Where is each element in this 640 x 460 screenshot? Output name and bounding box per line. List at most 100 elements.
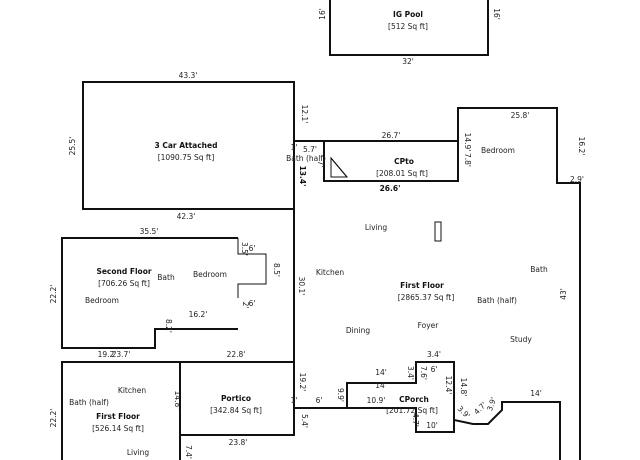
- lower-first-floor-outline: [61, 361, 181, 460]
- room-label: Bath (half): [477, 296, 517, 305]
- room-label: Living: [365, 223, 388, 232]
- ig-pool-area: IG Pool [512 Sq ft] 16' 16' 32': [318, 0, 501, 66]
- main-house-outline: [293, 141, 561, 460]
- room-label: Bath (half): [69, 398, 109, 407]
- cpto-size: [208.01 Sq ft]: [376, 169, 428, 178]
- garage-size: [1090.75 Sq ft]: [158, 153, 215, 162]
- cpto-label: CPto: [394, 157, 414, 166]
- svg-text:16.2': 16.2': [577, 137, 586, 156]
- portico-label: Portico: [221, 394, 251, 403]
- svg-text:8.2': 8.2': [164, 319, 173, 333]
- svg-text:30.1': 30.1': [297, 277, 306, 296]
- svg-text:5.4': 5.4': [300, 414, 309, 428]
- garage-area: 3 Car Attached [1090.75 Sq ft] 43.3' 12.…: [68, 71, 309, 221]
- garage-label: 3 Car Attached: [155, 141, 218, 150]
- second-floor-outline: [61, 237, 238, 349]
- svg-text:3.9': 3.9': [456, 404, 472, 420]
- cpto-top-dim: 26.7': [382, 131, 401, 140]
- pool-outline: [329, 0, 489, 56]
- first-floor-size: [2865.37 Sq ft]: [398, 293, 455, 302]
- cpto-bottom-dim: 26.6': [380, 184, 401, 193]
- svg-text:5.7': 5.7': [303, 145, 317, 154]
- cporch-label: CPorch: [399, 395, 429, 404]
- svg-text:14': 14': [375, 368, 387, 377]
- garage-top-dim: 43.3': [179, 71, 198, 80]
- svg-text:9.9': 9.9': [336, 388, 345, 402]
- svg-text:6': 6': [431, 365, 438, 374]
- svg-text:2': 2': [241, 302, 250, 309]
- svg-text:1': 1': [291, 143, 298, 152]
- svg-text:14': 14': [375, 381, 387, 390]
- garage-bottom-dim: 42.3': [177, 212, 196, 221]
- room-label: Bedroom: [85, 296, 119, 305]
- room-label: Kitchen: [316, 268, 344, 277]
- svg-text:14.8': 14.8': [459, 378, 468, 397]
- svg-text:7.8': 7.8': [463, 153, 472, 167]
- room-label: Bedroom: [481, 146, 515, 155]
- svg-text:19.2': 19.2': [298, 373, 307, 392]
- fireplace-symbol: [434, 221, 442, 242]
- room-label: Kitchen: [118, 386, 146, 395]
- svg-text:7.6': 7.6': [419, 366, 428, 380]
- portico-outline: [179, 361, 295, 436]
- svg-text:25.8': 25.8': [511, 111, 530, 120]
- cporch-size: [201.72 Sq ft]: [386, 406, 438, 415]
- svg-text:12.4': 12.4': [444, 376, 453, 395]
- room-label: Living: [127, 448, 150, 457]
- room-labels: Bath (half) Bedroom Living Kitchen Bath …: [69, 146, 548, 457]
- svg-text:3.4': 3.4': [406, 366, 415, 380]
- second-floor-size: [706.26 Sq ft]: [98, 279, 150, 288]
- cpto-outline: [323, 140, 459, 182]
- svg-text:16.2': 16.2': [189, 310, 208, 319]
- svg-text:4.7': 4.7': [411, 413, 420, 427]
- svg-text:10': 10': [426, 421, 438, 430]
- svg-text:1': 1': [291, 396, 298, 405]
- second-floor-label: Second Floor: [96, 267, 151, 276]
- cporch-outline: [347, 407, 455, 433]
- room-label: Bath: [530, 265, 548, 274]
- svg-text:19.2': 19.2': [98, 350, 117, 359]
- pool-left-dim: 16': [318, 8, 327, 20]
- cpto-area: CPto [208.01 Sq ft] 26.7' 26.6': [323, 131, 459, 193]
- svg-text:3.9': 3.9': [485, 396, 498, 412]
- pool-size: [512 Sq ft]: [388, 22, 428, 31]
- svg-text:14.8': 14.8': [173, 391, 182, 410]
- svg-text:23.8': 23.8': [229, 438, 248, 447]
- svg-text:22.8': 22.8': [227, 350, 246, 359]
- svg-text:23.7': 23.7': [112, 350, 131, 359]
- lower-first-floor-label: First Floor: [96, 412, 140, 421]
- room-label: Study: [510, 335, 532, 344]
- svg-text:13.4': 13.4': [298, 166, 307, 187]
- first-floor-lower-area: First Floor [526.14 Sq ft] 22.2' 14.8': [49, 361, 182, 460]
- room-label: Foyer: [418, 321, 440, 330]
- pool-label: IG Pool: [393, 10, 423, 19]
- second-floor-area: Second Floor [706.26 Sq ft] 35.5' 3.5' 6…: [49, 227, 281, 359]
- svg-text:43': 43': [559, 288, 568, 300]
- pool-right-dim: 16': [492, 8, 501, 20]
- lower-first-floor-size: [526.14 Sq ft]: [92, 424, 144, 433]
- svg-text:6': 6': [316, 396, 323, 405]
- svg-text:14': 14': [530, 389, 542, 398]
- svg-text:14.9': 14.9': [463, 133, 472, 152]
- second-floor-left-dim: 22.2': [49, 285, 58, 304]
- cporch-area: CPorch [201.72 Sq ft]: [347, 395, 455, 433]
- room-label: Bedroom: [193, 270, 227, 279]
- svg-text:7.4': 7.4': [184, 445, 193, 459]
- svg-text:10.9': 10.9': [367, 396, 386, 405]
- garage-left-dim: 25.5': [68, 137, 77, 156]
- second-floor-top-dim: 35.5': [140, 227, 159, 236]
- svg-text:22.2': 22.2': [49, 409, 58, 428]
- svg-text:3.4': 3.4': [427, 350, 441, 359]
- svg-text:6': 6': [249, 244, 256, 253]
- portico-size: [342.84 Sq ft]: [210, 406, 262, 415]
- room-label: Dining: [346, 326, 370, 335]
- svg-text:3.5': 3.5': [240, 242, 249, 256]
- svg-text:6': 6': [249, 299, 256, 308]
- room-label: Bath: [157, 273, 175, 282]
- svg-text:2.9': 2.9': [570, 175, 584, 184]
- first-floor-label: First Floor: [400, 281, 444, 290]
- garage-right-dim: 12.1': [300, 105, 309, 124]
- room-label: Bath (half): [286, 154, 326, 163]
- pool-bottom-dim: 32': [402, 57, 414, 66]
